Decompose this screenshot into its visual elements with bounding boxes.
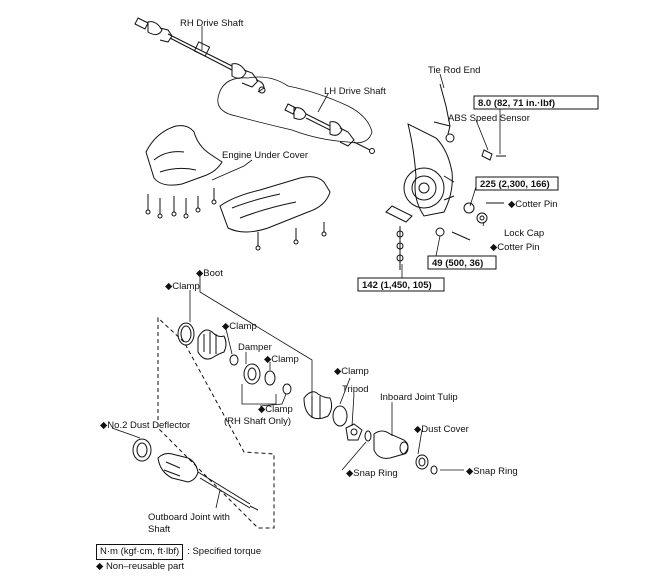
label-snap-ring-1: ◆Snap Ring	[346, 468, 398, 479]
label-clamp-3: ◆Clamp	[264, 354, 299, 365]
label-clamp-5: ◆Clamp	[334, 366, 369, 377]
label-lock-cap: Lock Cap	[504, 228, 544, 239]
label-clamp-4: ◆Clamp	[258, 404, 293, 415]
legend-non-reusable: ◆ Non–reusable part	[96, 561, 185, 572]
torque-box-ball-joint: 49 (500, 36)	[427, 255, 497, 270]
label-engine-under-cover: Engine Under Cover	[222, 150, 308, 161]
label-inboard-joint-tulip: Inboard Joint Tulip	[380, 392, 458, 403]
label-cotter-pin-lower: ◆Cotter Pin	[490, 242, 540, 253]
label-snap-ring-2: ◆Snap Ring	[466, 466, 518, 477]
label-lh-drive-shaft: LH Drive Shaft	[324, 86, 386, 97]
legend: N·m (kgf·cm, ft·lbf) : Specified torque …	[96, 544, 261, 574]
legend-torque-unit: N·m (kgf·cm, ft·lbf)	[96, 544, 184, 560]
label-outboard-joint-line2: Shaft	[148, 524, 171, 535]
label-rh-drive-shaft: RH Drive Shaft	[180, 18, 244, 29]
label-rh-shaft-only: (RH Shaft Only)	[224, 416, 291, 427]
engine-under-cover-drawing	[145, 125, 331, 251]
label-damper: Damper	[238, 342, 272, 353]
label-abs-speed-sensor: ABS Speed Sensor	[448, 113, 530, 124]
label-clamp-2: ◆Clamp	[222, 321, 257, 332]
torque-hub-nut-text: 225 (2,300, 166)	[480, 179, 550, 190]
leader-lines-lower	[111, 276, 464, 509]
leader-lines-upper	[201, 26, 501, 278]
torque-lower-arm-text: 142 (1,450, 105)	[362, 280, 432, 291]
torque-ball-joint-text: 49 (500, 36)	[432, 258, 483, 269]
label-tripod: Tripod	[342, 384, 369, 395]
lh-drive-shaft-drawing	[284, 103, 375, 154]
legend-torque-row: N·m (kgf·cm, ft·lbf) : Specified torque	[96, 544, 261, 560]
legend-torque-desc: : Specified torque	[187, 546, 262, 557]
torque-box-hub-nut: 225 (2,300, 166)	[475, 176, 559, 191]
torque-box-lower-arm: 142 (1,450, 105)	[357, 277, 445, 292]
label-dust-cover: ◆Dust Cover	[414, 424, 469, 435]
label-boot: ◆Boot	[196, 268, 223, 279]
legend-non-reusable-row: ◆ Non–reusable part	[96, 560, 261, 574]
torque-abs-sensor-text: 8.0 (82, 71 in.·lbf)	[478, 98, 555, 109]
label-no2-dust-deflector: ◆No.2 Dust Deflector	[100, 420, 190, 431]
exploded-parts-drawing	[132, 316, 438, 529]
label-tie-rod-end: Tie Rod End	[428, 65, 480, 76]
label-cotter-pin-upper: ◆Cotter Pin	[508, 199, 558, 210]
label-outboard-joint-line1: Outboard Joint with	[148, 512, 230, 523]
rh-drive-shaft-drawing	[134, 17, 266, 94]
label-clamp-1: ◆Clamp	[165, 281, 200, 292]
torque-box-abs-sensor: 8.0 (82, 71 in.·lbf)	[473, 95, 599, 110]
lh-shaft-outline	[217, 76, 373, 144]
